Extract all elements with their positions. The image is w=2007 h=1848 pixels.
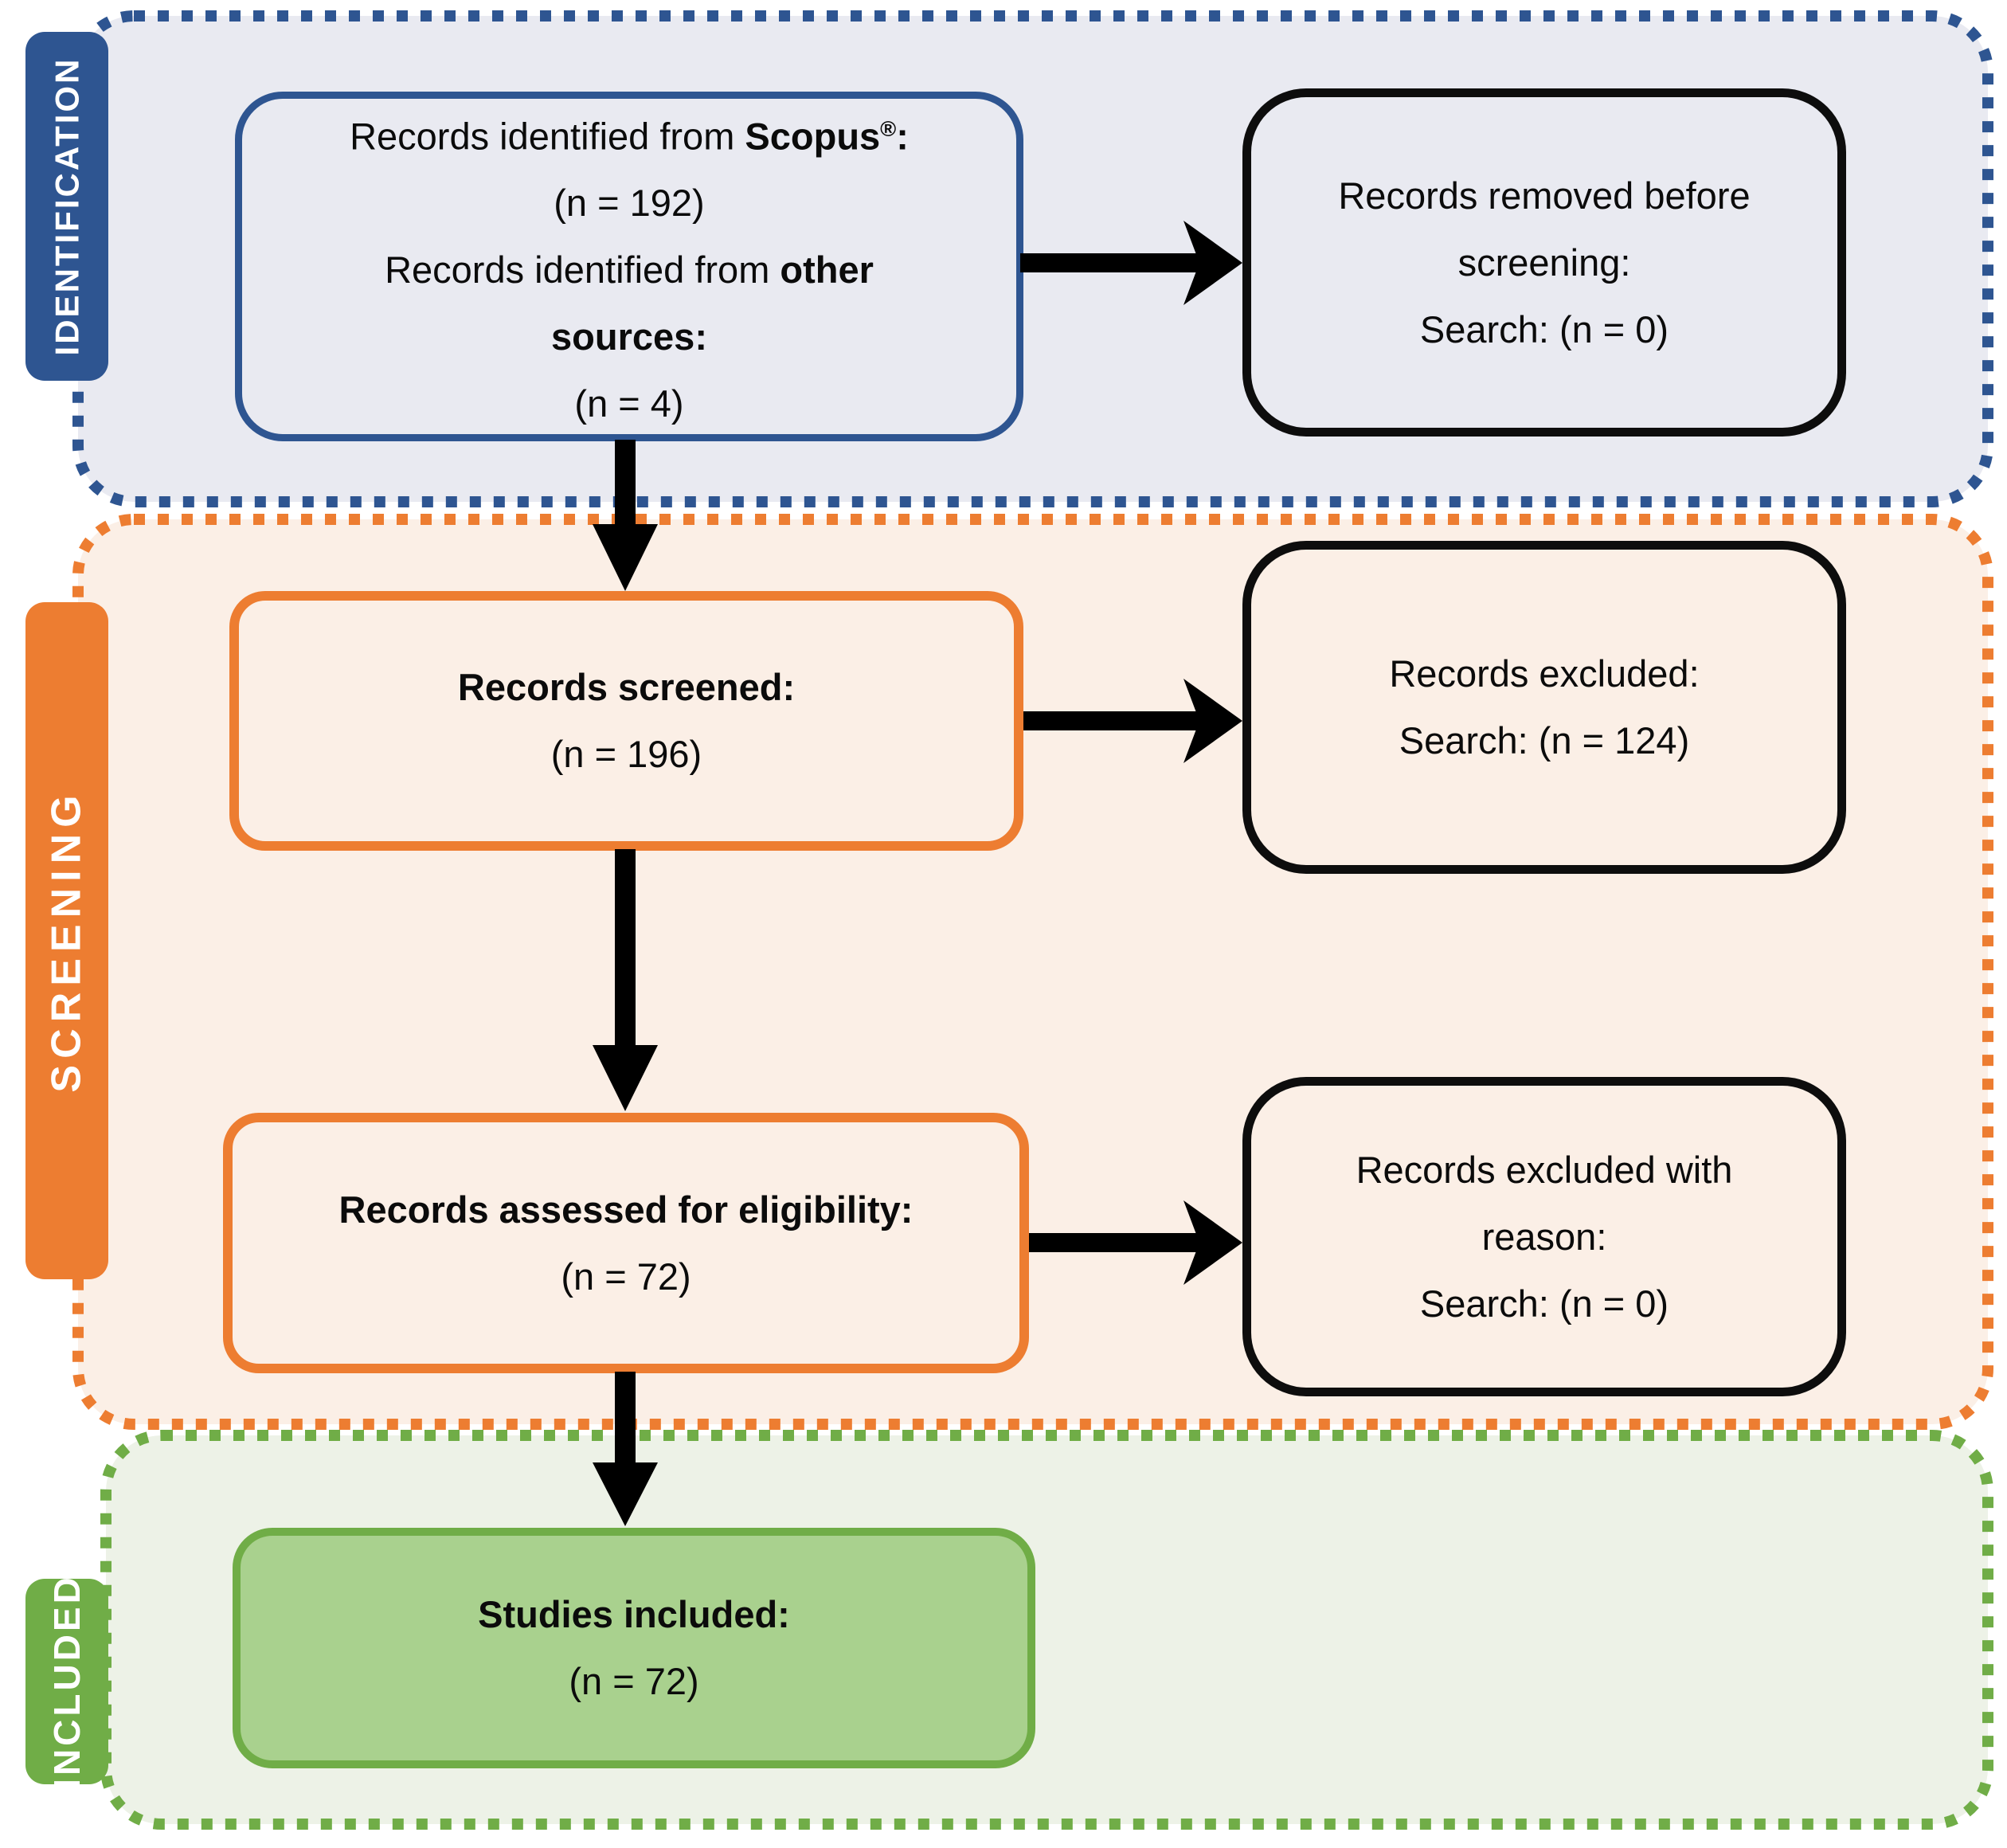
records-excluded-reason-count: Search: (n = 0) xyxy=(1419,1282,1669,1325)
studies-included-title: Studies included: xyxy=(478,1593,790,1635)
records-assessed-count: (n = 72) xyxy=(561,1255,691,1298)
records-identified-box: Records identified from Scopus®: (n = 19… xyxy=(235,92,1023,441)
records-removed-box: Records removed before screening: Search… xyxy=(1242,88,1846,437)
identification-stage-label: IDENTIFICATION xyxy=(48,57,85,356)
records-identified-line4: sources: xyxy=(551,315,707,358)
records-identified-line1: Records identified from Scopus®: xyxy=(350,115,909,158)
identification-stage-tab: IDENTIFICATION xyxy=(25,32,108,381)
records-excluded-count: Search: (n = 124) xyxy=(1399,719,1690,762)
records-identified-count-scopus: (n = 192) xyxy=(554,182,705,225)
records-screened-box: Records screened: (n = 196) xyxy=(229,591,1023,851)
included-stage-label: INCLUDED xyxy=(46,1574,88,1789)
studies-included-box: Studies included: (n = 72) xyxy=(233,1528,1035,1768)
records-excluded-reason-box: Records excluded with reason: Search: (n… xyxy=(1242,1077,1846,1396)
screening-stage-tab: SCREENING xyxy=(25,602,108,1279)
screening-stage-label: SCREENING xyxy=(44,789,90,1093)
records-removed-count: Search: (n = 0) xyxy=(1419,307,1669,350)
records-excluded-reason-line1: Records excluded with xyxy=(1356,1148,1733,1191)
records-excluded-box: Records excluded: Search: (n = 124) xyxy=(1242,541,1846,874)
included-stage-tab: INCLUDED xyxy=(25,1574,108,1789)
records-identified-count-other: (n = 4) xyxy=(574,382,684,425)
records-excluded-line1: Records excluded: xyxy=(1389,652,1700,695)
records-excluded-reason-line2: reason: xyxy=(1481,1215,1607,1258)
records-screened-count: (n = 196) xyxy=(550,733,702,775)
records-assessed-title: Records assessed for eligibility: xyxy=(338,1188,914,1231)
records-identified-line3: Records identified from other xyxy=(385,249,874,292)
records-assessed-box: Records assessed for eligibility: (n = 7… xyxy=(223,1113,1029,1373)
records-removed-line1: Records removed before xyxy=(1338,174,1751,217)
registered-trademark-icon: ® xyxy=(880,116,897,141)
studies-included-count: (n = 72) xyxy=(569,1660,699,1702)
records-screened-title: Records screened: xyxy=(457,666,796,708)
records-removed-line2: screening: xyxy=(1457,241,1631,284)
